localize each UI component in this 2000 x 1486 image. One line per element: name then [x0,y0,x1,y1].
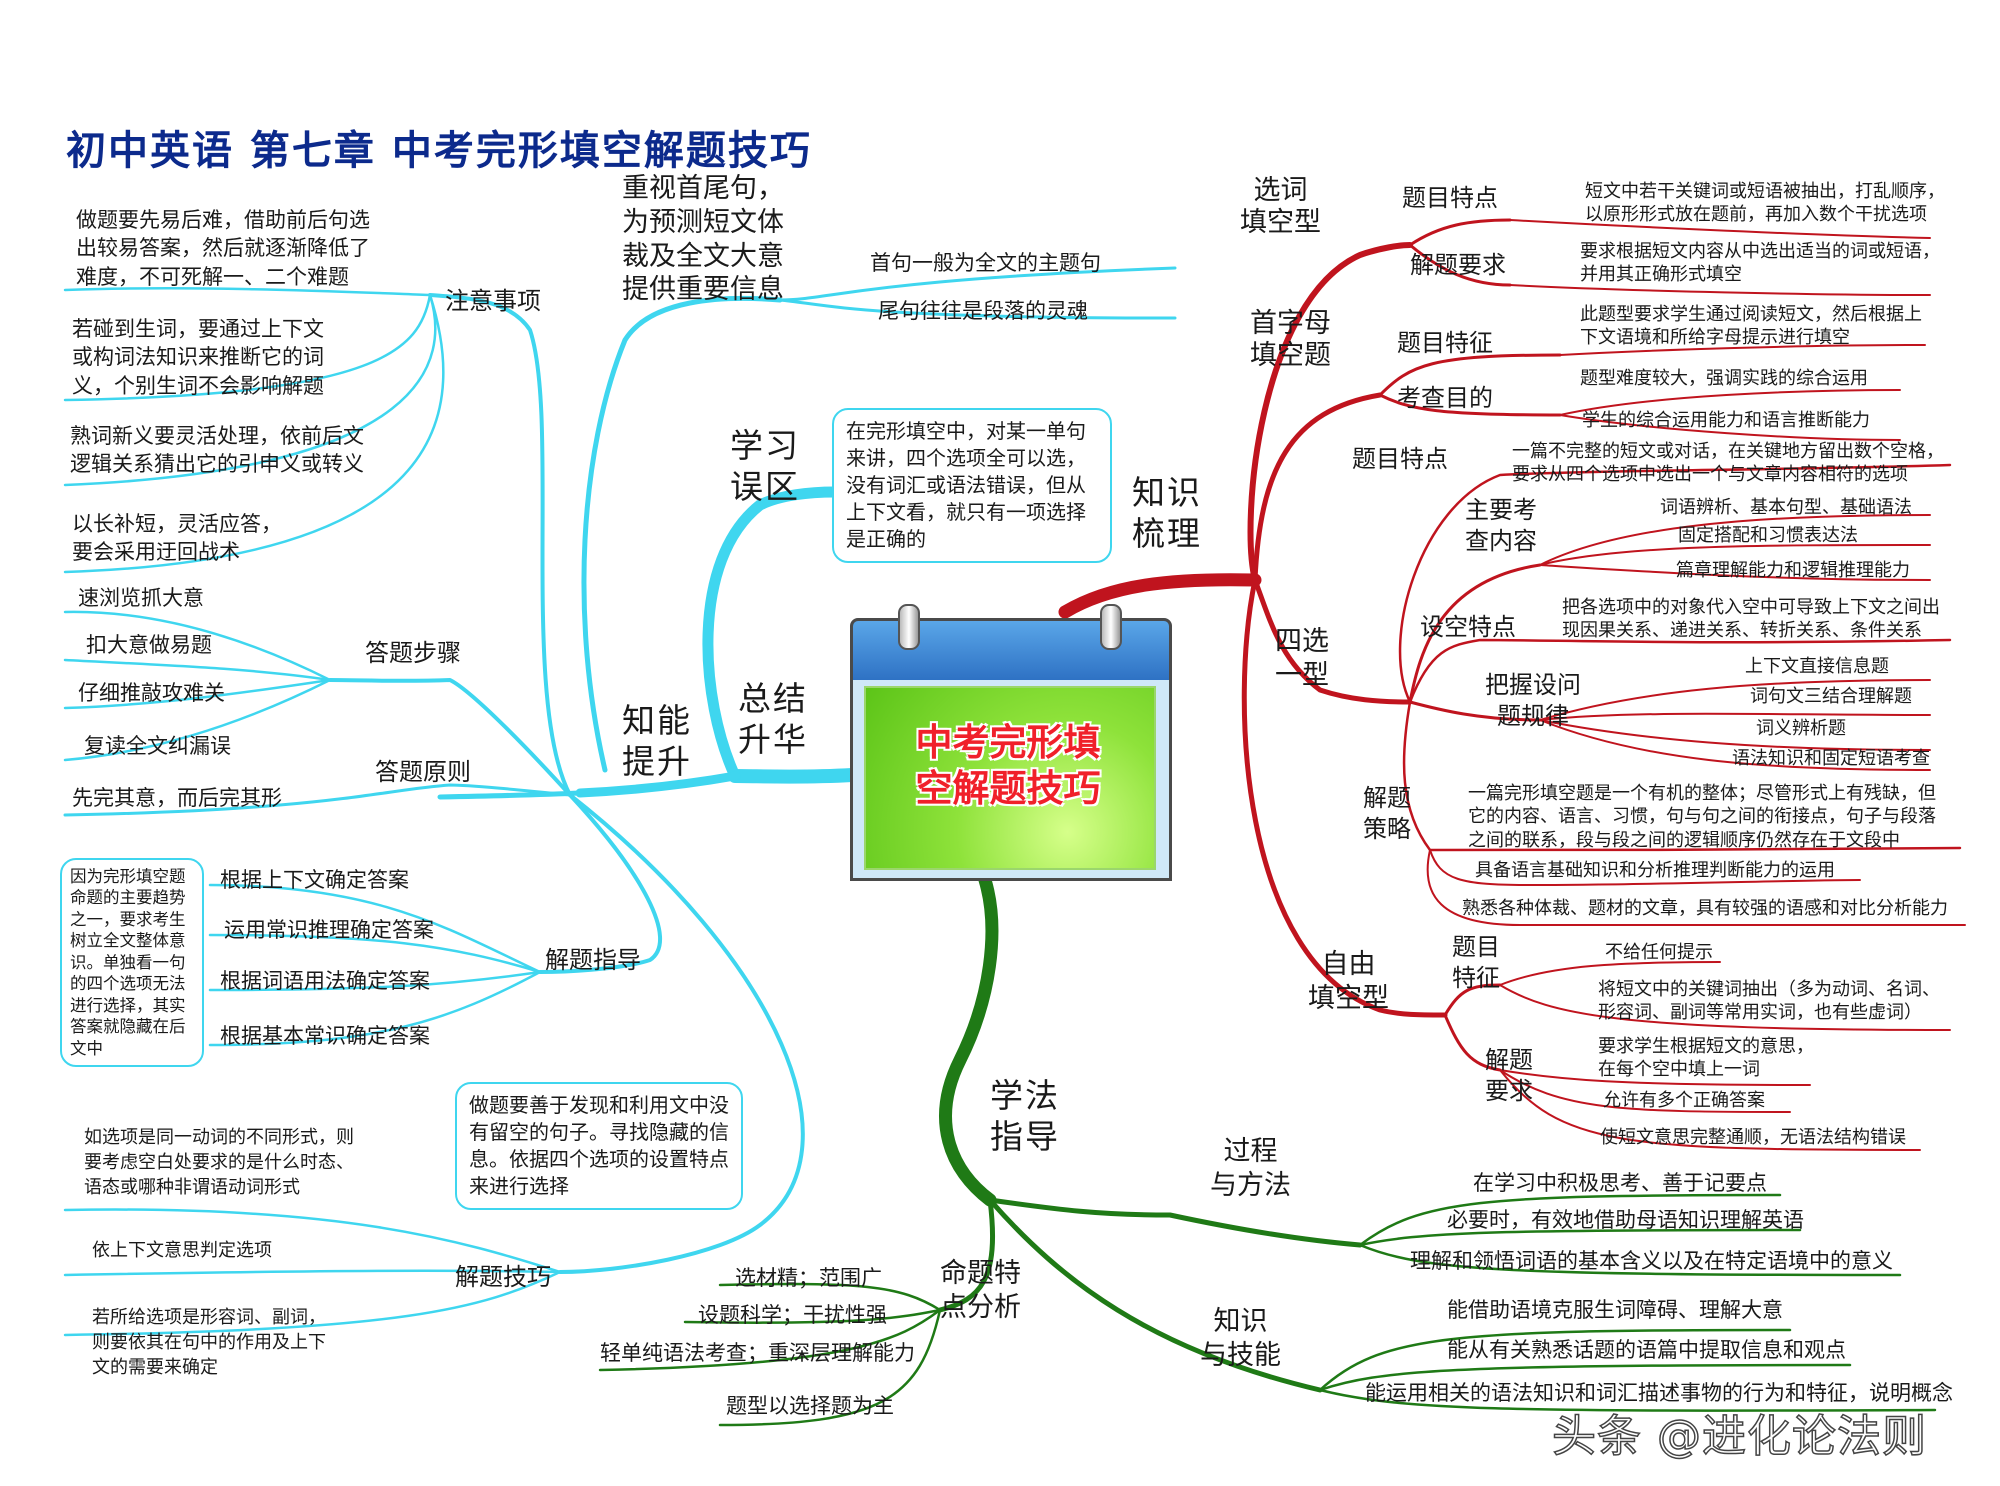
leaf-mingti-2: 设题科学；干扰性强 [698,1303,887,1327]
leaf-kaocha-2: 固定搭配和习惯表达法 [1678,525,1858,546]
leaf-yuanze-1: 先完其意，而后完其形 [72,786,282,810]
leaf-ziyou-daan: 允许有多个正确答案 [1603,1090,1765,1111]
leaf-zhidao-1: 根据上下文确定答案 [220,868,409,892]
leaf-guilv-1: 上下文直接信息题 [1745,656,1889,677]
leaf-zhidao-2: 运用常识推理确定答案 [224,918,434,942]
branch-zhineng-to-zhongshi [581,295,783,773]
node-jieti-jiqiao: 解题技巧 [455,1263,551,1291]
node-mingti-fenxi: 命题特点分析 [940,1258,1021,1323]
leaf-xuanci-tedian: 短文中若干关键词或短语被抽出，打乱顺序，以原形形式放在题前，再加入数个干扰选项 [1585,181,1945,226]
node-sixuan-yi: 四选一型 [1275,626,1329,691]
node-zhongshi: 重视首尾句，为预测短文体裁及全文大意提供重要信息 [622,173,784,306]
page-title: 初中英语 第七章 中考完形填空解题技巧 [66,128,812,174]
branch-hub-to-xuexi [702,486,841,782]
leaf-sixuan-tedian: 一篇不完整的短文或对话，在关键地方留出数个空格，要求从四个选项中选出一个与文章内… [1512,441,1944,486]
node-ziyou-tiankong: 自由填空型 [1308,949,1389,1014]
node-shouzimu-mudi: 考查目的 [1397,384,1493,412]
callout-jieti-jiqiao: 做题要善于发现和利用文中没有留空的句子。寻找隐藏的信息。依据四个选项的设置特点来… [455,1082,743,1210]
branch-center-to-zhishi [1058,573,1262,619]
leaf-celue-jichu: 具备语言基础知识和分析推理判断能力的运用 [1475,860,1835,881]
leaf-mingti-1: 选材精；范围广 [735,1266,882,1290]
node-sixuan-kaocha: 主要考查内容 [1465,496,1537,556]
node-shouzimu-tezheng: 题目特征 [1397,329,1493,357]
node-ziyou-yaoqiu: 解题要求 [1485,1046,1533,1106]
watermark: 头条 @进化论法则 [1551,1410,1927,1463]
leaf-celue-ticai: 熟悉各种体裁、题材的文章，具有较强的语感和对比分析能力 [1462,898,1948,919]
leaf-zhidao-4: 根据基本常识确定答案 [220,1024,430,1048]
node-zhishi-shuli: 知识梳理 [1132,473,1202,554]
node-shouzimu: 首字母填空题 [1250,308,1331,372]
branch-center-to-xuefa [939,873,999,1207]
node-zhineng: 知能提升 [622,701,692,782]
callout-xuexi-wuqu: 在完形填空中，对某一单句来讲，四个选项全可以选，没有词汇或语法错误，但从上下文看… [832,408,1112,563]
leaf-shouju: 首句一般为全文的主题句 [870,251,1101,275]
leaf-shouzimu-nandu: 题型难度较大，强调实践的综合运用 [1580,368,1868,389]
leaf-shouzimu-nengli: 学生的综合运用能力和语言推断能力 [1582,410,1870,431]
leaf-zhuyi-c: 熟词新义要灵活处理，依前后文逻辑关系猜出它的引申义或转义 [70,424,364,477]
leaf-zhishi-1: 能借助语境克服生词障碍、理解大意 [1447,1298,1783,1322]
leaf-ziyou-tishi: 不给任何提示 [1605,942,1713,963]
node-dati-buzhou: 答题步骤 [365,639,461,667]
leaf-guilv-4: 语法知识和固定短语考查 [1732,748,1930,769]
calendar-ring-icon [898,604,920,650]
node-sixuan-shekong: 设空特点 [1420,613,1516,641]
leaf-guilv-3: 词义辨析题 [1756,718,1846,739]
leaf-buzhou-3: 仔细推敲攻难关 [78,681,225,705]
leaf-mingti-4: 题型以选择题为主 [726,1394,894,1418]
leaf-ziyou-guanjianci: 将短文中的关键词抽出（多为动词、名词、形容词、副词等常用实词，也有些虚词） [1598,979,1940,1024]
node-sixuan-celue: 解题策略 [1363,784,1411,844]
leaf-zhuyi-a: 做题要先易后难，借助前后句选出较易答案，然后就逐渐降低了难度，不可死解一、二个难… [76,208,370,289]
leaf-guocheng-2: 必要时，有效地借助母语知识理解英语 [1447,1208,1804,1232]
leaf-sixuan-shekong: 把各选项中的对象代入空中可导致上下文之间出现因果关系、递进关系、转折关系、条件关… [1562,597,1940,642]
leaf-guocheng-1: 在学习中积极思考、善于记要点 [1473,1171,1767,1195]
branch-hub-to-zhineng [575,771,740,798]
leaf-xuanci-yaoqiu: 要求根据短文内容从中选出适当的词或短语，并用其正确形式填空 [1580,241,1940,286]
node-guocheng-fangfa: 过程与方法 [1210,1136,1291,1201]
center-title: 中考完形填 空解题技巧 [915,721,1101,811]
leaf-buzhou-2: 扣大意做易题 [86,633,212,657]
calendar-page [864,686,1156,870]
leaf-zhishi-3: 能运用相关的语法知识和词汇描述事物的行为和特征，说明概念 [1365,1381,1953,1405]
leaf-kaocha-3: 篇章理解能力和逻辑推理能力 [1676,560,1910,581]
leaf-weiju: 尾句往往是段落的灵魂 [878,299,1088,323]
leaf-guilv-2: 词句文三结合理解题 [1750,686,1912,707]
leaf-zhuyi-b: 若碰到生词，要通过上下文或构词法知识来推断它的词义，个别生词不会影响解题 [72,317,324,398]
leaf-zhidao-3: 根据词语用法确定答案 [220,969,430,993]
leaf-jiqiao-b: 依上下文意思判定选项 [92,1240,272,1261]
leaf-ziyou-tianci: 要求学生根据短文的意思，在每个空中填上一词 [1598,1036,1814,1081]
leaf-guocheng-3: 理解和领悟词语的基本含义以及在特定语境中的意义 [1410,1249,1893,1273]
node-xuanci-tedian: 题目特点 [1402,184,1498,212]
center-calendar: 中考完形填 空解题技巧 [850,604,1172,881]
node-zongjie: 总结升华 [738,679,808,760]
callout-jieti-zhidao: 因为完形填空题命题的主要趋势之一，要求考生树立全文整体意识。单独看一句的四个选项… [60,858,204,1067]
leaf-ziyou-tongshun: 使短文意思完整通顺，无语法结构错误 [1600,1127,1906,1148]
calendar-ring-icon [1100,604,1122,650]
node-zhishi-jineng: 知识与技能 [1200,1306,1281,1371]
node-dati-yuanze: 答题原则 [375,758,471,786]
leaf-jiqiao-a: 如选项是同一动词的不同形式，则要考虑空白处要求的是什么时态、语态或哪种非谓语动词… [84,1127,354,1199]
leaf-zhishi-2: 能从有关熟悉话题的语篇中提取信息和观点 [1447,1338,1846,1362]
leaf-shouzimu-tezheng: 此题型要求学生通过阅读短文，然后根据上下文语境和所给字母提示进行填空 [1580,304,1922,349]
node-xuanci-tiankong: 选词填空型 [1240,175,1321,239]
node-zhuyi-shixiang: 注意事项 [445,287,541,315]
node-sixuan-guilv: 把握设问题规律 [1485,671,1581,731]
leaf-celue-zhengti: 一篇完形填空题是一个有机的整体；尽管形式上有残缺，但它的内容、语言、习惯，句与句… [1468,783,1936,851]
node-ziyou-tezheng: 题目特征 [1452,933,1500,993]
node-jieti-zhidao: 解题指导 [545,946,641,974]
node-xuanci-yaoqiu: 解题要求 [1410,251,1506,279]
leaf-kaocha-1: 词语辨析、基本句型、基础语法 [1660,497,1912,518]
node-xuexi-wuqu: 学习误区 [730,426,800,507]
node-xuefa-zhidao: 学法指导 [990,1076,1060,1157]
leaf-jiqiao-c: 若所给选项是形容词、副词，则要依其在句中的作用及上下文的需要来确定 [92,1307,326,1379]
leaf-mingti-3: 轻单纯语法考查；重深层理解能力 [600,1341,915,1365]
leaf-zhuyi-d: 以长补短，灵活应答，要会采用迂回战术 [72,512,282,565]
leaf-buzhou-1: 速浏览抓大意 [78,586,204,610]
branch-center-to-hub [728,768,859,784]
node-sixuan-tedian: 题目特点 [1352,445,1448,473]
leaf-buzhou-4: 复读全文纠漏误 [84,734,231,758]
